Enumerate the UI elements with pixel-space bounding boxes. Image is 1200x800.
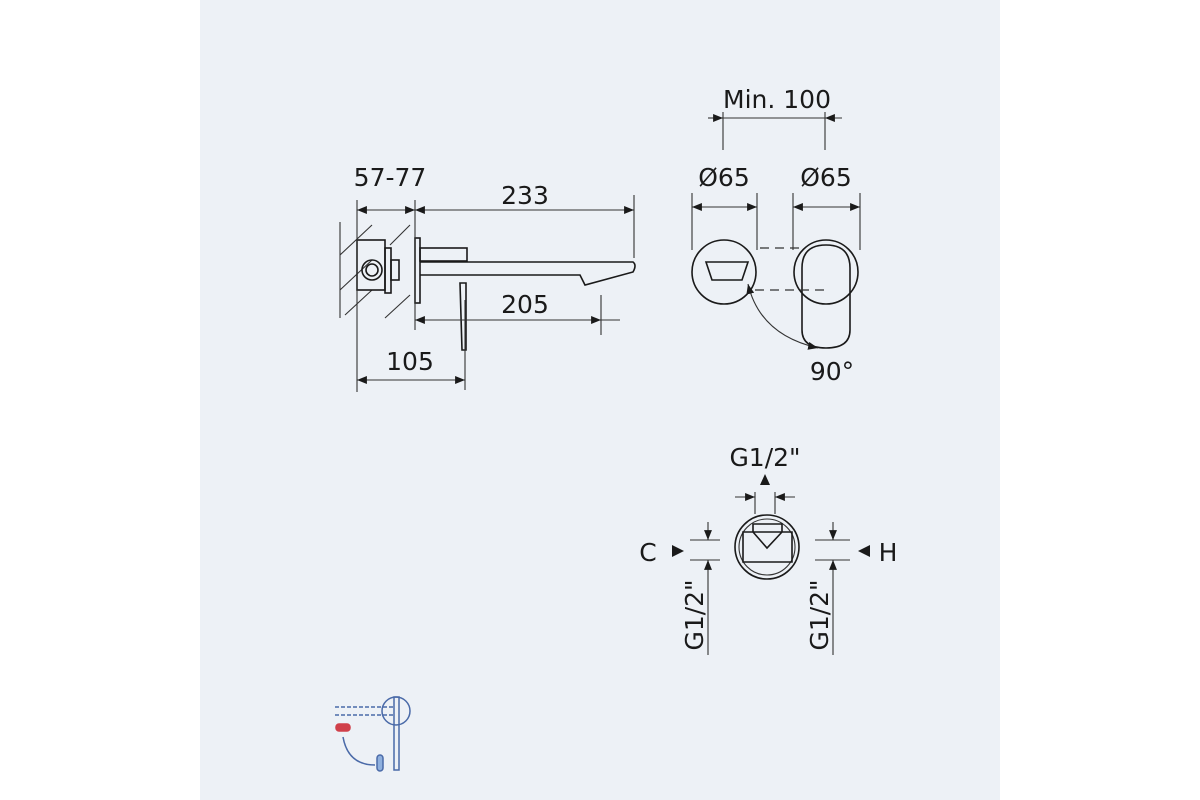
cold-thread-label: G1/2" xyxy=(680,579,709,650)
min-spacing-label: Min. 100 xyxy=(723,85,831,114)
rotation-label: 90° xyxy=(810,357,854,386)
drawing-background xyxy=(200,0,1000,800)
front-view: Min. 100 Ø65 Ø65 90° xyxy=(691,85,861,386)
hot-label: H xyxy=(879,538,898,567)
diameter-left-label: Ø65 xyxy=(698,163,750,192)
diameter-right-label: Ø65 xyxy=(800,163,852,192)
outlet-thread-label: G1/2" xyxy=(729,443,800,472)
faucet-side xyxy=(356,237,636,351)
hot-thread-label: G1/2" xyxy=(805,579,834,650)
connections-view: G1/2" C H G1/2" G1/2" xyxy=(639,443,897,655)
cold-label: C xyxy=(639,538,656,567)
mixer-rosette xyxy=(793,239,859,349)
spout-length-label: 205 xyxy=(501,290,549,319)
spout-rosette xyxy=(691,239,757,305)
dimension-lines xyxy=(356,195,635,392)
connection-dimension-lines xyxy=(690,492,850,655)
cold-arrow-icon xyxy=(672,545,684,557)
rotation-arrow xyxy=(746,283,819,350)
valve-body xyxy=(734,514,800,580)
handle-offset-label: 105 xyxy=(386,347,434,376)
outlet-arrow-icon xyxy=(760,474,770,485)
front-dimension-lines xyxy=(691,112,861,250)
total-length-label: 233 xyxy=(501,181,549,210)
wall-hatching xyxy=(339,222,411,319)
side-view: 57-77 233 205 105 xyxy=(339,163,636,392)
depth-range-label: 57-77 xyxy=(354,163,427,192)
installation-icon xyxy=(335,696,411,772)
hot-arrow-icon xyxy=(858,545,870,557)
